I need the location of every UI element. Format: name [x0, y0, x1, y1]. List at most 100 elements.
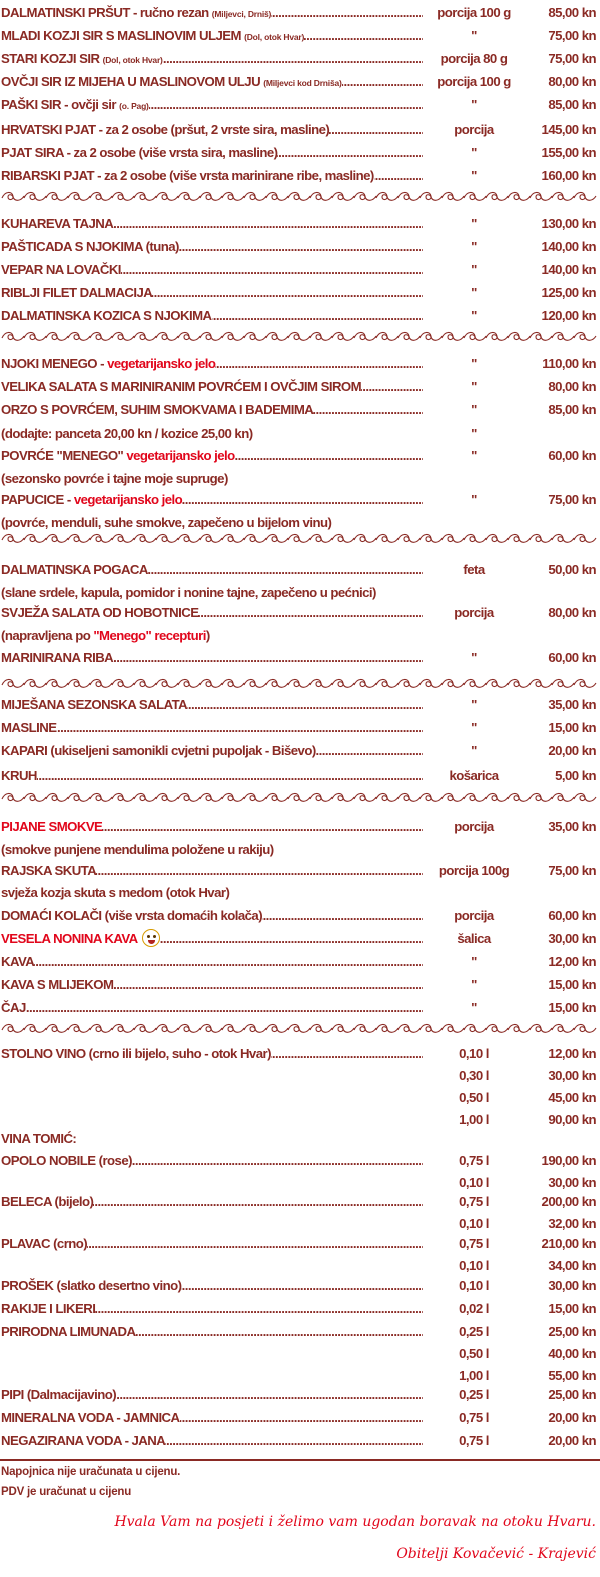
leader-dots: ........................................… [1, 1194, 423, 1209]
item-price: 190,00 kn [541, 1153, 597, 1168]
item-name-text: RAJSKA SKUTA [1, 863, 97, 878]
item-name: OPOLO NOBILE (rose) [1, 1151, 425, 1171]
item-price: 60,00 kn [548, 908, 596, 923]
item-name-text: KAPARI (ukiseljeni samonikli cvjetni pup… [1, 743, 316, 758]
menu-row: ........................................… [0, 1431, 600, 1451]
item-quantity: " [471, 697, 477, 712]
item-label: MIJEŠANA SEZONSKA SALATA [1, 697, 188, 712]
description-text: (slane srdele, kapula, pomidor i nonine … [1, 585, 376, 600]
item-quantity: " [471, 97, 477, 112]
item-name: MASLINE [1, 718, 425, 738]
item-name: MINERALNA VODA - JAMNICA [1, 1408, 425, 1428]
item-name: MARINIRANA RIBA [1, 648, 425, 668]
item-price: 25,00 kn [548, 1387, 596, 1402]
item-price: 45,00 kn [548, 1090, 596, 1105]
item-name-text: DOMAĆI KOLAČI (više vrsta domaćih kolača… [1, 908, 263, 923]
item-name-text: OVČJI SIR IZ MIJEHA U MASLINOVOM ULJU (M… [1, 74, 342, 89]
item-description: VINA TOMIĆ: [1, 1129, 77, 1149]
menu-row: ........................................… [0, 306, 600, 326]
leader-dots: ........................................… [1, 720, 423, 735]
item-name: RIBARSKI PJAT - za 2 osobe (više vrsta m… [1, 166, 425, 186]
footer-divider [0, 1459, 600, 1461]
menu-row: ........................................… [0, 975, 600, 995]
item-name: NEGAZIRANA VODA - JANA [1, 1431, 425, 1451]
menu-row: ........................................… [0, 766, 600, 786]
item-quantity: porcija 80 g [440, 51, 508, 66]
item-name-text: MLADI KOZJI SIR S MASLINOVIM ULJEM (Dol,… [1, 28, 304, 43]
item-name: PROŠEK (slatko desertno vino) [1, 1276, 425, 1296]
item-price: 30,00 kn [548, 931, 596, 946]
item-name: PIJANE SMOKVE [1, 817, 425, 837]
item-origin: (Miljevci kod Drniša) [263, 78, 342, 88]
menu-row: ........................................… [0, 718, 600, 738]
description-text: (sezonsko povrće i tajne moje supruge) [1, 471, 228, 486]
menu-row: ........................................… [0, 377, 600, 397]
item-price: 110,00 kn [542, 356, 596, 371]
item-label: PJAT SIRA - za 2 osobe (više vrsta sira,… [1, 145, 278, 160]
item-name: MLADI KOZJI SIR S MASLINOVIM ULJEM (Dol,… [1, 26, 425, 47]
leader-dots: ........................................… [1, 768, 423, 783]
item-quantity: 0,10 l [459, 1175, 489, 1190]
leader-dots: ........................................… [1, 954, 423, 969]
item-name-text: PIJANE SMOKVE [1, 819, 103, 834]
item-name-text: SVJEŽA SALATA OD HOBOTNICE [1, 605, 199, 620]
menu-row: ........................................… [0, 1151, 600, 1171]
item-description: (dodajte: panceta 20,00 kn / kozice 25,0… [1, 424, 253, 444]
description-text: (povrće, menduli, suhe smokve, zapečeno … [1, 515, 332, 530]
item-name-text: PAŠTICADA S NJOKIMA (tuna) [1, 239, 179, 254]
item-name: PLAVAC (crno) [1, 1234, 425, 1254]
vat-note: PDV je uračunat u cijenu [1, 1486, 132, 1498]
description-quantity-row: " [0, 424, 600, 444]
menu-row: ........................................… [0, 143, 600, 163]
item-quantity: " [471, 28, 477, 43]
ornamental-divider [1, 191, 597, 201]
menu-row: ........................................… [0, 817, 600, 837]
item-name-text: MINERALNA VODA - JAMNICA [1, 1410, 180, 1425]
item-name-text: HRVATSKI PJAT - za 2 osobe (pršut, 2 vrs… [1, 122, 330, 137]
item-label: NEGAZIRANA VODA - JANA [1, 1433, 166, 1448]
item-quantity: 0,10 l [459, 1258, 489, 1273]
item-quantity: " [471, 262, 477, 277]
item-name-text: BELECA (bijelo) [1, 1194, 94, 1209]
item-quantity: 0,50 l [459, 1090, 489, 1105]
item-origin: (Dol, otok Hvar) [102, 55, 163, 65]
item-name: DOMAĆI KOLAČI (više vrsta domaćih kolača… [1, 906, 425, 926]
item-name: POVRĆE "MENEGO" vegetarijansko jelo [1, 446, 425, 466]
item-name: DALMATINSKI PRŠUT - ručno rezan (Miljevc… [1, 3, 425, 24]
ornamental-divider [1, 1023, 597, 1033]
description-text: VINA TOMIĆ: [1, 1131, 77, 1146]
item-label: PROŠEK (slatko desertno vino) [1, 1278, 182, 1293]
item-quantity: 0,50 l [459, 1346, 489, 1361]
item-price: 80,00 kn [548, 605, 596, 620]
item-price: 85,00 kn [548, 402, 596, 417]
item-quantity: " [471, 1000, 477, 1015]
ornamental-divider [1, 533, 597, 543]
ornamental-divider [1, 792, 597, 802]
item-label: BELECA (bijelo) [1, 1194, 94, 1209]
item-quantity: šalica [457, 931, 491, 946]
item-quantity: " [471, 216, 477, 231]
menu-row: ........................................… [0, 72, 600, 92]
item-name-text: OPOLO NOBILE (rose) [1, 1153, 133, 1168]
item-description: (napravljena po "Menego" recepturi) [1, 626, 210, 646]
menu-row: ........................................… [0, 49, 600, 69]
item-highlight: VESELA NONINA KAVA [1, 931, 138, 946]
description-text: svježa kozja skuta s medom (otok Hvar) [1, 885, 230, 900]
item-label: KAVA [1, 954, 35, 969]
description-text: (napravljena po [1, 628, 94, 643]
menu-row: ........................................… [0, 1385, 600, 1405]
item-name-text: ORZO S POVRĆEM, SUHIM SMOKVAMA I BADEMIM… [1, 402, 314, 417]
item-price: 210,00 kn [541, 1236, 597, 1251]
item-price: 80,00 kn [548, 74, 596, 89]
menu-row: ........................................… [0, 120, 600, 140]
item-name: PIPI (Dalmacijavino) [1, 1385, 425, 1405]
menu-row: ........................................… [0, 603, 600, 623]
item-name-text: RAKIJE I LIKERI [1, 1301, 96, 1316]
item-description: (smokve punjene mendulima položene u rak… [1, 840, 274, 860]
thank-you-message: Hvala Vam na posjeti i želimo vam ugodan… [114, 1514, 596, 1530]
item-name: BELECA (bijelo) [1, 1192, 425, 1212]
item-name-text: PROŠEK (slatko desertno vino) [1, 1278, 182, 1293]
family-signature: Obitelji Kovačević - Krajević [396, 1546, 596, 1562]
